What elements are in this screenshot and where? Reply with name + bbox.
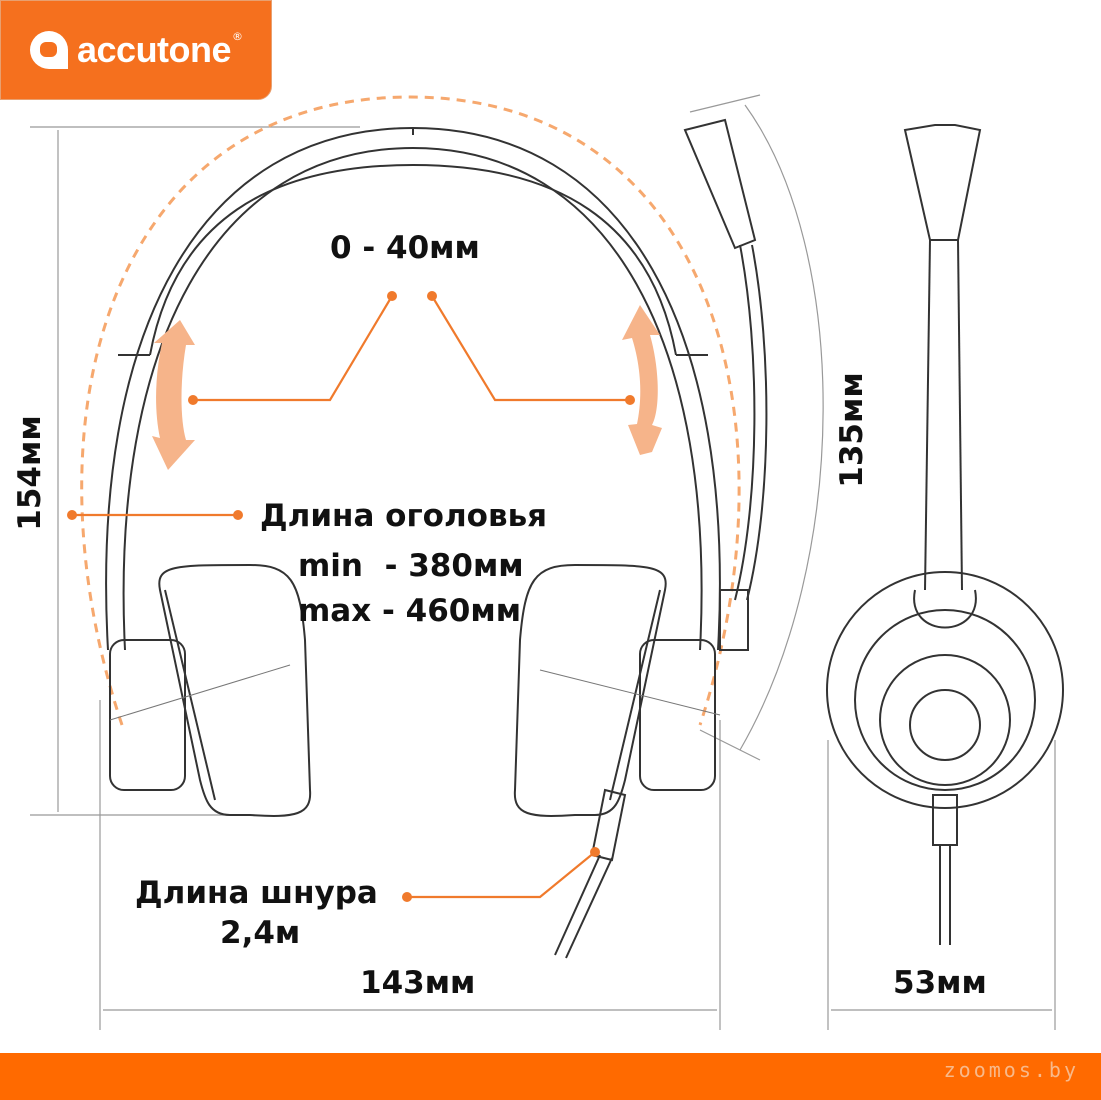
mic-boom-dimension-label: 135мм bbox=[834, 372, 870, 488]
height-dimension-label: 154мм bbox=[12, 415, 48, 531]
adjust-range-label: 0 - 40мм bbox=[330, 230, 480, 266]
cord-length-value: 2,4м bbox=[220, 915, 301, 951]
headband-max-length: max - 460мм bbox=[298, 593, 522, 629]
width-dimension-label: 143мм bbox=[360, 965, 476, 1001]
double-arrow-left-icon bbox=[152, 320, 195, 470]
brand-name: accutone bbox=[77, 29, 232, 70]
brand-logo: accutone ® bbox=[0, 0, 272, 100]
annotation-dots bbox=[67, 291, 635, 902]
watermark: zoomos.by bbox=[943, 1058, 1079, 1082]
headband-length-title: Длина оголовья bbox=[260, 498, 548, 534]
headband-length-dashed-arc bbox=[80, 95, 741, 726]
dimension-lines bbox=[30, 94, 1056, 1030]
cord-length-title: Длина шнура bbox=[135, 875, 378, 911]
adjust-arrows bbox=[152, 305, 662, 470]
registered-mark: ® bbox=[232, 29, 244, 43]
accutone-logo-icon bbox=[30, 31, 68, 69]
headband-min-length: min - 380мм bbox=[298, 548, 524, 584]
bottom-accent-bar bbox=[0, 1053, 1101, 1100]
depth-dimension-label: 53мм bbox=[893, 965, 987, 1001]
double-arrow-right-icon bbox=[622, 305, 662, 455]
annotation-leaders bbox=[72, 295, 630, 899]
side-view-headset bbox=[826, 124, 1064, 945]
front-view-headset bbox=[105, 118, 768, 959]
